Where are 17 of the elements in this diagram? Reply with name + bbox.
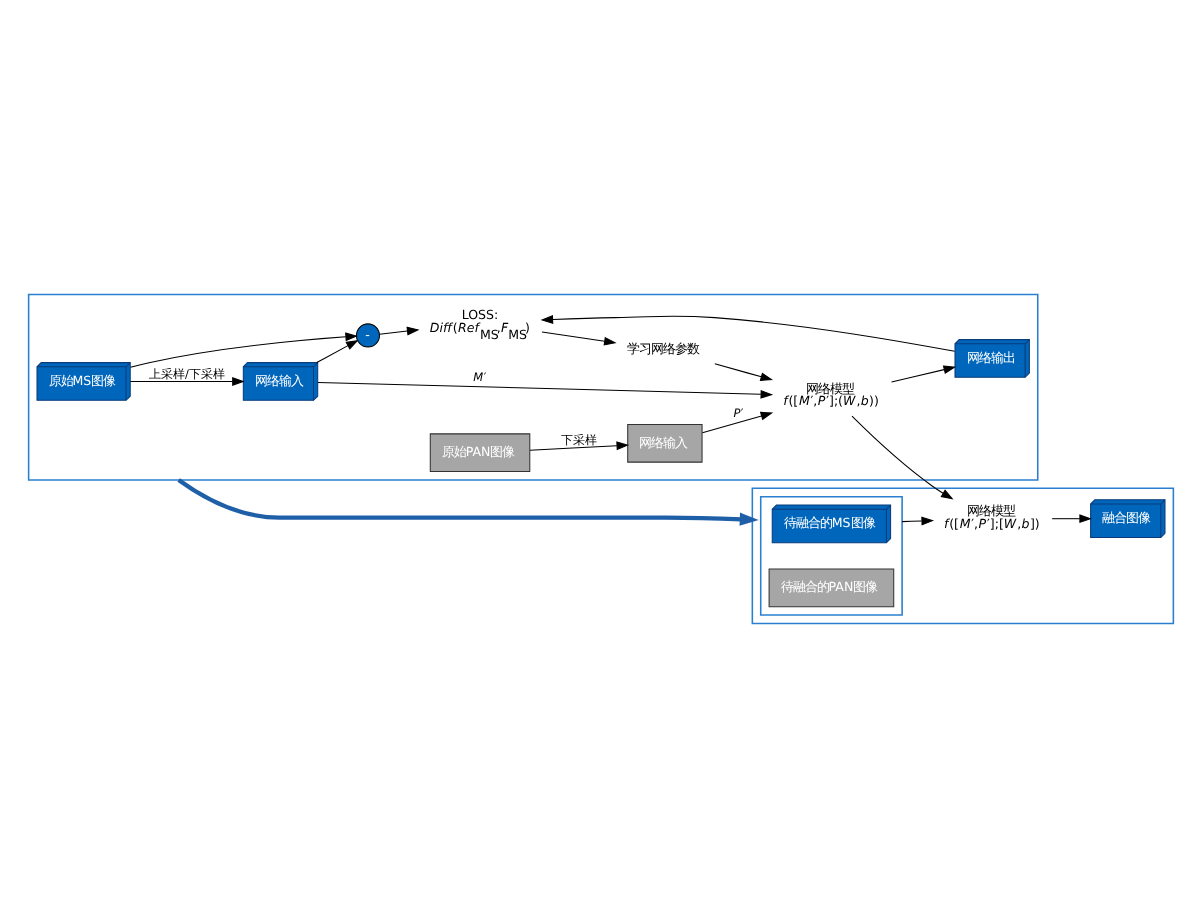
arrow — [701, 411, 774, 434]
arrow — [540, 315, 956, 352]
arrow — [901, 516, 934, 526]
arrow — [1051, 514, 1092, 524]
cluster — [759, 495, 903, 616]
arrow — [529, 441, 630, 451]
arrow — [541, 331, 617, 346]
arrow — [714, 363, 774, 381]
cluster — [27, 293, 1039, 481]
arrow — [851, 415, 954, 500]
arrow — [129, 377, 245, 386]
arrow — [177, 478, 759, 526]
arrow — [316, 339, 359, 363]
arrow — [130, 332, 358, 368]
arrow — [317, 381, 774, 399]
arrow — [379, 326, 420, 336]
arrow — [891, 365, 957, 383]
